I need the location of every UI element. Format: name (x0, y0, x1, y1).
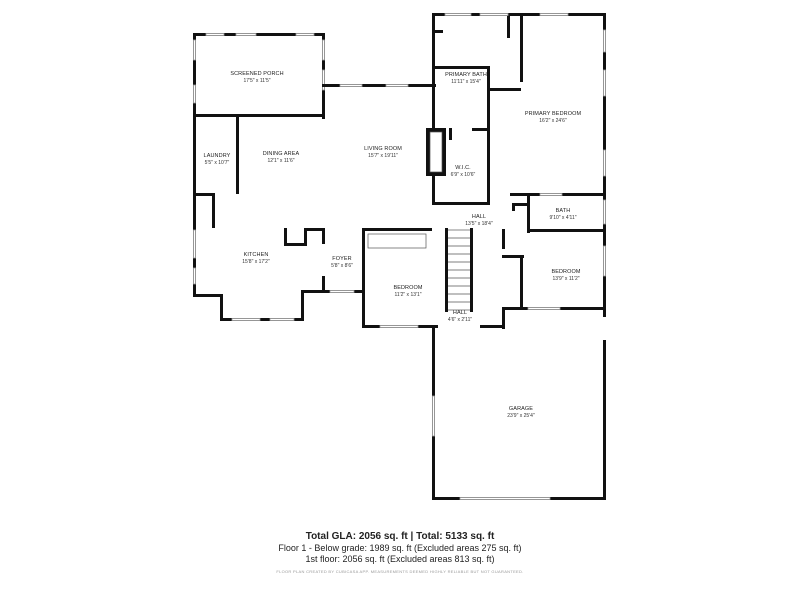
room-kitchen: KITCHEN 15'8" x 17'2" (242, 252, 270, 265)
room-dims: 17'5" x 11'5" (243, 78, 270, 84)
room-hall-small: HALL 4'6" x 2'11" (448, 310, 472, 323)
room-name: PRIMARY BATH (445, 72, 487, 78)
credit-line: FLOOR PLAN CREATED BY CUBICASA APP. MEAS… (276, 569, 524, 574)
room-bedroom-center: BEDROOM 11'2" x 13'1" (393, 285, 422, 298)
room-dims: 11'2" x 13'1" (394, 292, 421, 298)
room-screened-porch: SCREENED PORCH 17'5" x 11'5" (230, 71, 283, 84)
room-name: HALL (472, 214, 486, 220)
room-primary-bath: PRIMARY BATH 11'11" x 15'4" (445, 72, 487, 85)
room-hall: HALL 13'5" x 18'4" (465, 214, 493, 227)
room-primary-bedroom: PRIMARY BEDROOM 16'2" x 24'6" (525, 111, 582, 124)
floor-plan: SCREENED PORCH 17'5" x 11'5" PRIMARY BAT… (193, 13, 606, 500)
room-name: BEDROOM (551, 269, 580, 275)
room-bath: BATH 9'10" x 4'11" (549, 208, 576, 221)
area-summary: Total GLA: 2056 sq. ft | Total: 5133 sq.… (0, 530, 800, 574)
room-living-room: LIVING ROOM 15'7" x 19'11" (364, 146, 402, 159)
room-name: LAUNDRY (204, 153, 231, 159)
room-name: SCREENED PORCH (230, 71, 283, 77)
room-bedroom-right: BEDROOM 13'9" x 11'2" (551, 269, 580, 282)
room-dims: 12'1" x 11'6" (267, 158, 294, 164)
room-dims: 5'8" x 8'6" (331, 263, 353, 269)
room-wic: W.I.C. 6'9" x 10'6" (451, 165, 476, 178)
room-foyer: FOYER 5'8" x 8'6" (331, 256, 353, 269)
room-laundry: LAUNDRY 5'5" x 10'7" (204, 153, 231, 166)
total-area-line: Total GLA: 2056 sq. ft | Total: 5133 sq.… (305, 531, 495, 542)
room-dining-area: DINING AREA 12'1" x 11'6" (263, 151, 300, 164)
floor1-area-line: Floor 1 - Below grade: 1989 sq. ft (Excl… (278, 543, 522, 553)
room-dims: 11'11" x 15'4" (451, 79, 481, 85)
room-name: PRIMARY BEDROOM (525, 111, 582, 117)
room-garage: GARAGE 23'9" x 25'4" (507, 406, 535, 419)
room-dims: 15'7" x 19'11" (368, 153, 398, 159)
room-name: HALL (453, 310, 467, 316)
room-name: FOYER (332, 256, 351, 262)
room-dims: 6'9" x 10'6" (451, 172, 476, 178)
room-dims: 9'10" x 4'11" (549, 215, 576, 221)
room-name: GARAGE (509, 406, 533, 412)
room-name: BATH (556, 208, 571, 214)
room-dims: 15'8" x 17'2" (242, 259, 270, 265)
room-name: LIVING ROOM (364, 146, 402, 152)
first-floor-area-line: 1st floor: 2056 sq. ft (Excluded areas 8… (305, 554, 495, 564)
room-name: W.I.C. (455, 165, 471, 171)
room-name: DINING AREA (263, 151, 300, 157)
room-dims: 5'5" x 10'7" (205, 160, 230, 166)
room-dims: 13'5" x 18'4" (465, 221, 493, 227)
room-dims: 13'9" x 11'2" (552, 276, 579, 282)
room-dims: 4'6" x 2'11" (448, 317, 472, 323)
room-name: BEDROOM (393, 285, 422, 291)
room-dims: 23'9" x 25'4" (507, 413, 535, 419)
room-name: KITCHEN (244, 252, 269, 258)
room-dims: 16'2" x 24'6" (539, 118, 567, 124)
